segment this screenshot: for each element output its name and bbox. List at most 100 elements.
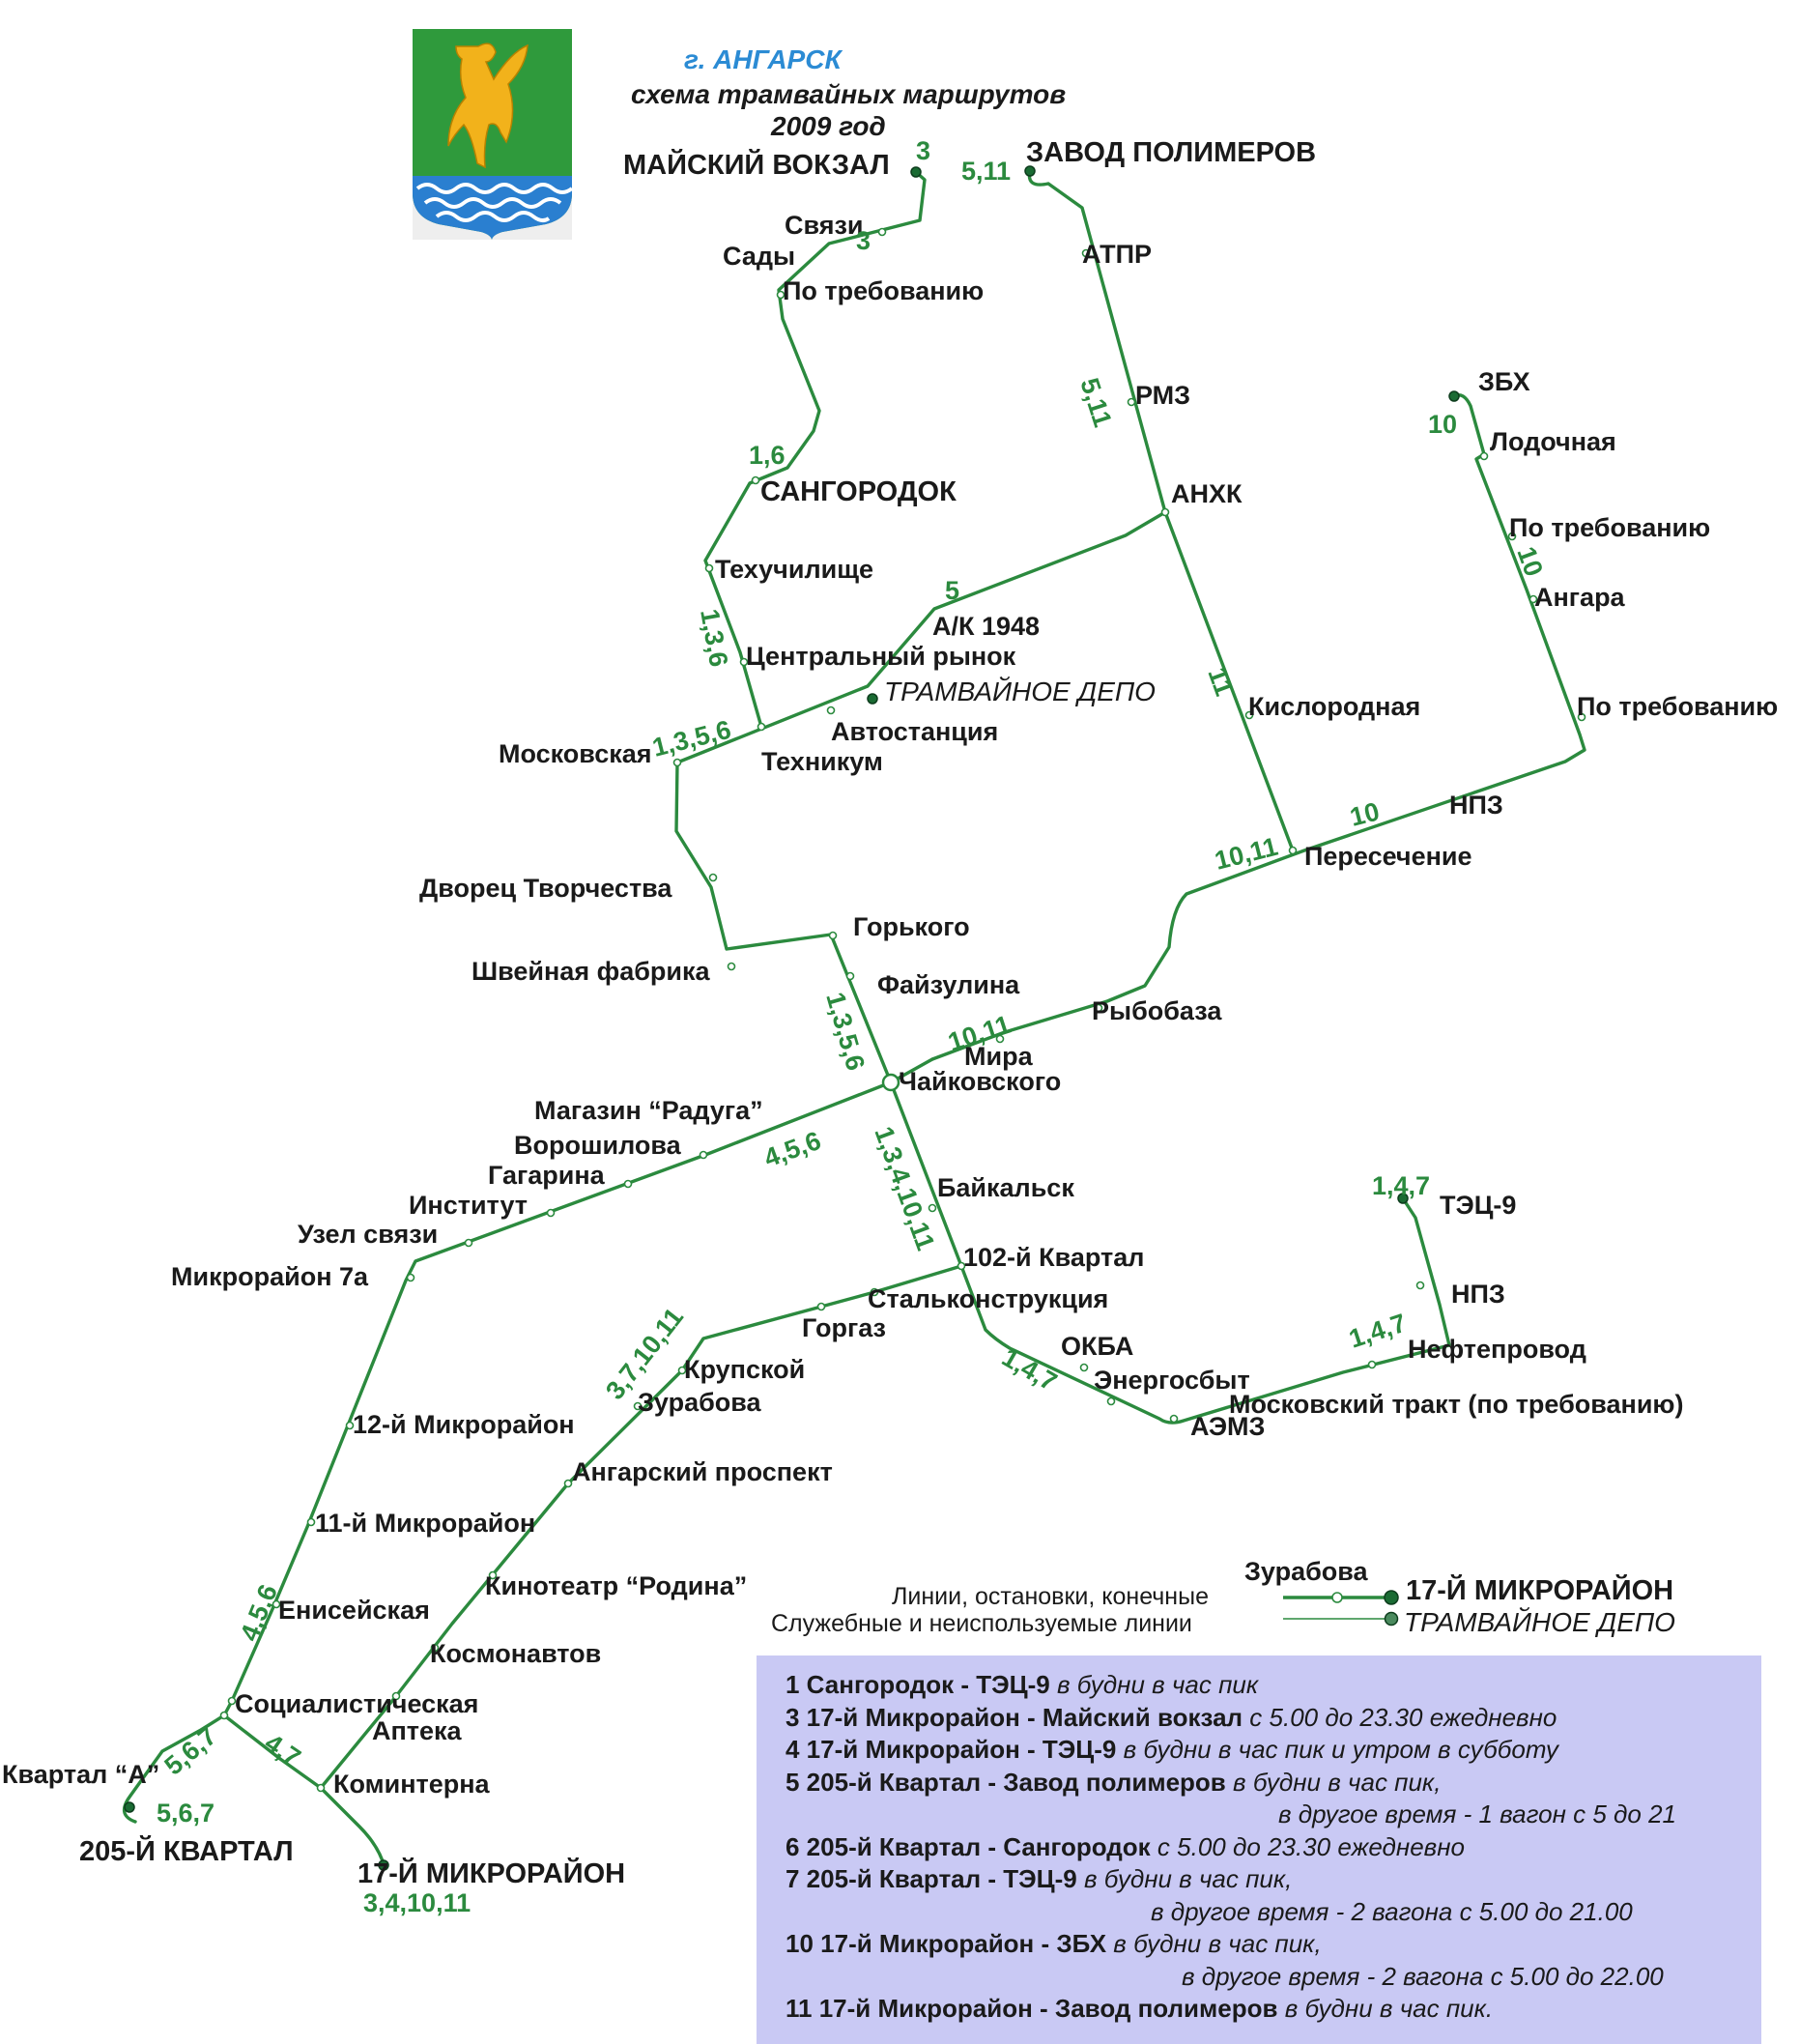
route-4-name: 4 17-й Микрорайон - ТЭЦ-9 <box>786 1735 1117 1764</box>
routes-gorkogo: 1,3,5,6 <box>820 989 871 1074</box>
route-10-schedule: в будни в час пик, <box>1106 1929 1322 1958</box>
stop-dvorets: Дворец Творчества <box>419 874 672 903</box>
line-maisky <box>703 170 927 729</box>
route-entry-3: 3 17-й Микрорайон - Майский вокзал с 5.0… <box>786 1702 1761 1735</box>
stop-tsentralny-rynok: Центральный рынок <box>746 642 1016 671</box>
line-south <box>889 1080 1451 1425</box>
stop-angara: Ангара <box>1534 583 1626 612</box>
route-1-schedule: в будни в час пик <box>1049 1670 1259 1699</box>
legend-service-label: Служебные и неиспользуемые линии <box>771 1610 1192 1637</box>
stop-mkr17: 17-Й МИКРОРАЙОН <box>357 1857 625 1889</box>
legend-terminal-example: 17-Й МИКРОРАЙОН <box>1406 1573 1673 1606</box>
stop-chaikovskogo: Чайковского <box>899 1067 1061 1096</box>
route-entry-10-extra: в другое время - 2 вагона с 5.00 до 22.0… <box>786 1961 1761 1994</box>
stop-rmz: РМЗ <box>1135 381 1190 410</box>
routes-maisky: 3 <box>916 136 930 165</box>
routes-kv205: 5,6,7 <box>157 1799 214 1828</box>
route-3-schedule: с 5.00 до 23.30 ежедневно <box>1243 1702 1557 1732</box>
stop-kv205: 205-Й КВАРТАЛ <box>79 1834 294 1867</box>
stop-tets9: ТЭЦ-9 <box>1440 1191 1516 1220</box>
legend-stop-example: Зурабова <box>1244 1557 1368 1586</box>
stop-sady: Сады <box>723 242 795 271</box>
stop-mosk-trakt: Московский тракт (по требованию) <box>1229 1390 1683 1419</box>
routes-zbh: 10 <box>1428 410 1457 439</box>
stop-kominterna: Коминтерна <box>333 1770 491 1799</box>
route-7-schedule: в будни в час пик, <box>1076 1864 1293 1893</box>
legend-depot-marker <box>1384 1611 1399 1627</box>
stop-gorkogo: Горького <box>853 912 970 941</box>
stop-ak1948: А/К 1948 <box>932 612 1040 641</box>
terminal-zbh <box>1448 390 1460 402</box>
stop-apteka: Аптека <box>372 1716 463 1745</box>
stop-kvartal-a: Квартал “А” <box>2 1760 159 1789</box>
stop-nefteprovod: Нефтепровод <box>1408 1335 1586 1364</box>
route-7-extra: в другое время - 2 вагона с 5.00 до 21.0… <box>1151 1896 1633 1926</box>
route-6-name: 6 205-й Квартал - Сангородок <box>786 1831 1151 1861</box>
routes-rmz: 5,11 <box>1074 375 1117 431</box>
stop-kosmonavtov: Космонавтов <box>430 1639 601 1668</box>
stop-gagarina: Гагарина <box>488 1161 606 1190</box>
route-4-schedule: в будни в час пик и утром в субботу <box>1116 1735 1558 1764</box>
map-subtitle: схема трамвайных маршрутов <box>631 79 1066 109</box>
legend-terminal-marker <box>1384 1590 1399 1605</box>
stop-peresechenie: Пересечение <box>1304 842 1472 871</box>
route-entry-7-extra: в другое время - 2 вагона с 5.00 до 21.0… <box>786 1896 1761 1929</box>
route-5-extra: в другое время - 1 вагон с 5 до 21 <box>1278 1799 1677 1828</box>
stop-stalkonstr: Сталь­конструкция <box>868 1284 1108 1313</box>
stop-tehuchilische: Техучилище <box>715 555 873 584</box>
route-1-name: 1 Сангородок - ТЭЦ-9 <box>786 1670 1050 1699</box>
route-6-schedule: с 5.00 до 23.30 ежедневно <box>1150 1831 1466 1861</box>
stop-faizulina: Файзулина <box>877 970 1020 999</box>
stop-uzel-svyazi: Узел связи <box>298 1220 438 1249</box>
line-zbh <box>930 393 1586 1061</box>
routes-aemz: 1,4,7 <box>997 1342 1062 1396</box>
stop-tehnikum: Техникум <box>761 747 883 776</box>
stop-kislorodnaya: Кислородная <box>1248 692 1420 721</box>
terminal-maisky <box>910 166 922 178</box>
map-year: 2009 год <box>770 111 886 141</box>
stop-mkr11: 11-й Микрорайон <box>315 1509 535 1538</box>
route-11-name: 11 17-й Микрорайон - Завод полимеров <box>786 1994 1278 2023</box>
stop-lodochnaya: Лодочная <box>1490 427 1616 456</box>
route-schedule-legend: 1 Сангородок - ТЭЦ-9 в будни в час пик 3… <box>757 1655 1761 2044</box>
line-depo-anhk <box>675 510 1167 764</box>
stop-ryboraza: Рыбобаза <box>1092 996 1222 1025</box>
stop-npz-2: НПЗ <box>1451 1280 1505 1309</box>
stop-zurabova: Зурабова <box>638 1388 761 1417</box>
stop-rodina: Кинотеатр “Родина” <box>485 1571 747 1600</box>
stop-markers <box>124 165 1586 1871</box>
stop-energosbyt: Энергосбыт <box>1094 1366 1250 1395</box>
stop-maisky-vokzal: МАЙСКИЙ ВОКЗАЛ <box>623 148 890 181</box>
stop-institut: Институт <box>409 1191 528 1220</box>
route-entry-1: 1 Сангородок - ТЭЦ-9 в будни в час пик <box>786 1669 1761 1702</box>
stop-gorgaz: Горгаз <box>802 1313 886 1342</box>
routes-peres: 10,11 <box>1212 832 1280 876</box>
routes-baikalsk: 1,3,4,10,11 <box>869 1123 940 1254</box>
hub-chaikovskogo <box>881 1073 900 1092</box>
city-coat-of-arms-icon <box>413 29 574 240</box>
routes-eniseiskaya: 4,5,6 <box>235 1580 283 1645</box>
routes-neftepr: 1,4,7 <box>1346 1309 1410 1354</box>
terminal-zavod <box>1024 165 1036 177</box>
legend-depot-example: ТРАМВАЙНОЕ ДЕПО <box>1404 1606 1675 1637</box>
route-entry-5: 5 205-й Квартал - Завод полимеров в будн… <box>786 1767 1761 1799</box>
routes-sangorodok: 1,6 <box>749 441 786 470</box>
stop-aemz: АЭМЗ <box>1190 1412 1265 1441</box>
stop-labels: МАЙСКИЙ ВОКЗАЛ Связи Сады По требованию … <box>2 137 1778 1889</box>
stop-voroshilova: Ворошилова <box>514 1131 682 1160</box>
route-entry-10: 10 17-й Микрорайон - ЗБХ в будни в час п… <box>786 1928 1761 1961</box>
stop-mkr7a: Микрорайон 7а <box>171 1262 369 1291</box>
route-entry-6: 6 205-й Квартал - Сангородок с 5.00 до 2… <box>786 1831 1761 1864</box>
routes-sots: 5,6,7 <box>159 1721 222 1781</box>
stop-zavod-polimerov: ЗАВОД ПОЛИМЕРОВ <box>1026 137 1316 168</box>
route-10-name: 10 17-й Микрорайон - ЗБХ <box>786 1929 1107 1958</box>
route-11-schedule: в будни в час пик. <box>1277 1994 1494 2023</box>
route-5-schedule: в будни в час пик, <box>1225 1767 1442 1797</box>
route-number-labels: 3 3 5,11 5,11 1,6 1,3,6 5 1,3,5,6 11 10 … <box>157 136 1549 1917</box>
route-entry-4: 4 17-й Микрорайон - ТЭЦ-9 в будни в час … <box>786 1734 1761 1767</box>
stop-angarsky-pr: Ангарский проспект <box>572 1457 833 1486</box>
routes-tets9: 1,4,7 <box>1372 1171 1430 1200</box>
stop-mira: Мира <box>964 1042 1034 1071</box>
legend-symbols: Зурабова Линии, остановки, конечные Служ… <box>771 1557 1675 1637</box>
